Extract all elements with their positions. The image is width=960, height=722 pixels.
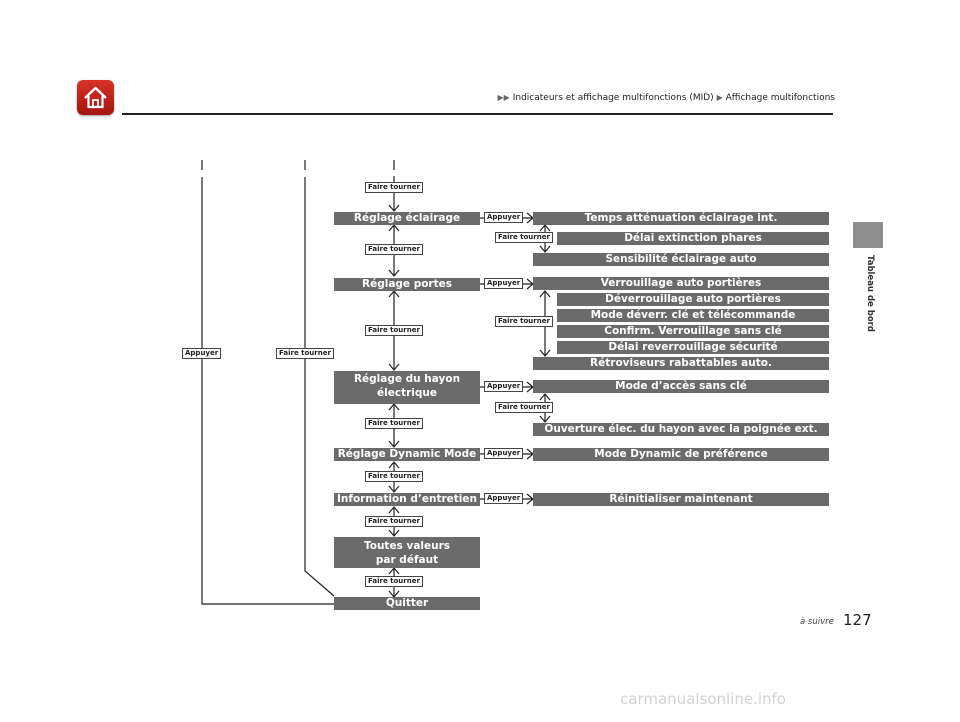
press-tag: Appuyer — [484, 448, 524, 459]
rotate-tag: Faire tourner — [495, 402, 553, 413]
rotate-tag: Faire tourner — [365, 182, 423, 193]
submenu-keyless-access[interactable]: Mode d’accès sans clé — [533, 380, 829, 393]
submenu-keyless-lock-confirm[interactable]: Confirm. Verrouillage sans clé — [557, 325, 829, 338]
submenu-tailgate-handle[interactable]: Ouverture élec. du hayon avec la poignée… — [533, 423, 829, 436]
menu-lighting[interactable]: Réglage éclairage — [334, 212, 480, 225]
press-tag: Appuyer — [484, 381, 524, 392]
home-icon[interactable] — [77, 80, 114, 115]
rotate-tag: Faire tourner — [495, 232, 553, 243]
rotate-tag: Faire tourner — [365, 244, 423, 255]
menu-default-all[interactable]: Toutes valeurs par défaut — [334, 537, 480, 568]
submenu-auto-door-lock[interactable]: Verrouillage auto portières — [533, 277, 829, 290]
rotate-tag: Faire tourner — [365, 471, 423, 482]
submenu-auto-light-sensitivity[interactable]: Sensibilité éclairage auto — [533, 253, 829, 266]
submenu-headlight-delay[interactable]: Délai extinction phares — [557, 232, 829, 245]
page-number: 127 — [843, 611, 872, 629]
submenu-key-remote-unlock[interactable]: Mode déverr. clé et télécommande — [557, 309, 829, 322]
menu-exit[interactable]: Quitter — [334, 597, 480, 610]
submenu-auto-folding-mirrors[interactable]: Rétroviseurs rabattables auto. — [533, 357, 829, 370]
menu-dynamic-mode[interactable]: Réglage Dynamic Mode — [334, 448, 480, 461]
breadcrumb-item[interactable]: Affichage multifonctions — [725, 93, 835, 103]
breadcrumb-separator-icon: ▶ — [716, 93, 723, 102]
breadcrumb-arrow-icon: ▶▶ — [497, 93, 510, 102]
section-tab — [853, 222, 883, 248]
press-tag: Appuyer — [484, 493, 524, 504]
rotate-tag: Faire tourner — [276, 348, 334, 359]
rotate-tag: Faire tourner — [365, 418, 423, 429]
breadcrumb: ▶▶ Indicateurs et affichage multifonctio… — [450, 93, 835, 103]
breadcrumb-item[interactable]: Indicateurs et affichage multifonctions … — [512, 93, 714, 103]
press-tag: Appuyer — [182, 348, 222, 359]
submenu-reset-now[interactable]: Réinitialiser maintenant — [533, 493, 829, 506]
submenu-security-relock[interactable]: Délai reverrouillage sécurité — [557, 341, 829, 354]
submenu-interior-dimming[interactable]: Temps atténuation éclairage int. — [533, 212, 829, 225]
rotate-tag: Faire tourner — [365, 576, 423, 587]
menu-tailgate[interactable]: Réglage du hayon électrique — [334, 371, 480, 404]
menu-maintenance[interactable]: Information d’entretien — [334, 493, 480, 506]
press-tag: Appuyer — [484, 212, 524, 223]
submenu-preferred-dynamic-mode[interactable]: Mode Dynamic de préférence — [533, 448, 829, 461]
header-rule — [122, 113, 833, 115]
rotate-tag: Faire tourner — [495, 316, 553, 327]
rotate-tag: Faire tourner — [365, 516, 423, 527]
menu-doors[interactable]: Réglage portes — [334, 278, 480, 291]
rotate-tag: Faire tourner — [365, 325, 423, 336]
press-tag: Appuyer — [484, 278, 524, 289]
continued-label: à suivre — [800, 617, 834, 627]
submenu-auto-door-unlock[interactable]: Déverrouillage auto portières — [557, 293, 829, 306]
section-label: Tableau de bord — [865, 255, 875, 332]
watermark: carmanualsonline.info — [620, 690, 786, 708]
